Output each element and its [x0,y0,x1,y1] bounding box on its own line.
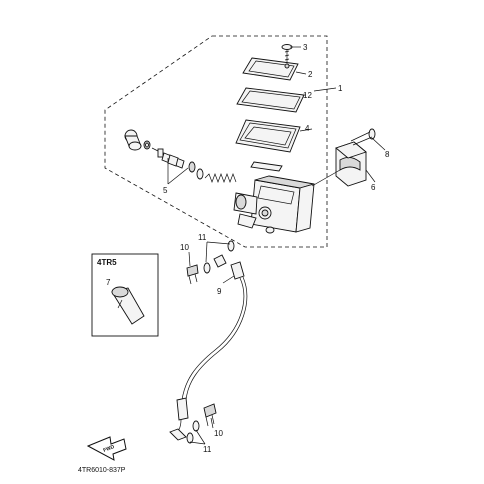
master-cylinder-body [233,175,315,234]
callout-4: 4 [305,124,310,133]
variant-inset [91,253,159,337]
union-bolt-upper [186,264,199,285]
callout-5: 5 [163,186,168,195]
callout-7: 7 [106,278,111,287]
callout-6: 6 [371,183,376,192]
callout-1: 1 [338,84,343,93]
fwd-arrow-icon [86,436,127,461]
holder-bolt [350,128,376,146]
callout-10-upper: 10 [180,243,189,252]
copper-washers-upper [203,240,235,274]
callout-3: 3 [303,43,308,52]
leader-lines [117,46,386,445]
callout-9: 9 [217,287,222,296]
inset-title: 4TR5 [97,258,117,267]
reservoir-screw [281,44,293,64]
callout-12: 12 [303,91,312,100]
piston-kit [124,129,237,183]
diaphragm-plate [236,87,305,113]
copper-washers-lower [186,420,200,444]
fwd-label: FWD [103,444,116,454]
callout-2: 2 [308,70,313,79]
callout-10-lower: 10 [214,429,223,438]
callout-11-upper: 11 [198,233,207,242]
float-insert [250,161,283,172]
assembly-boundary [104,35,328,248]
diagram-code: 4TR6010-837P [78,467,126,474]
handlebar-holder [335,141,367,187]
brake-hose [169,254,248,441]
reservoir-cap [242,57,299,81]
union-bolt-lower [203,403,217,427]
diaphragm [235,119,301,153]
callout-8: 8 [385,150,390,159]
callout-11-lower: 11 [203,445,212,454]
